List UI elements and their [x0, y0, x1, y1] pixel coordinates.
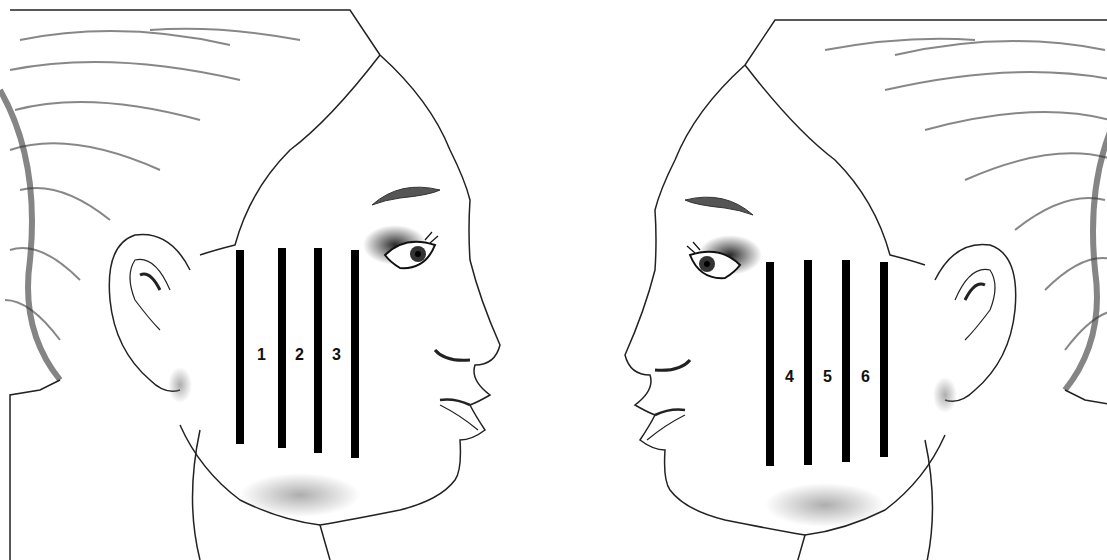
callout-number: 5: [822, 368, 833, 386]
callout-number: 1: [256, 346, 267, 364]
bars-right: [766, 260, 888, 466]
callout-number: 4: [784, 368, 795, 386]
callout-number: 3: [331, 346, 342, 364]
callout-number: 6: [860, 368, 871, 386]
left-face: [0, 10, 500, 560]
callout-number: 2: [294, 346, 305, 364]
right-face: [625, 20, 1107, 560]
bars-left: [236, 248, 359, 458]
